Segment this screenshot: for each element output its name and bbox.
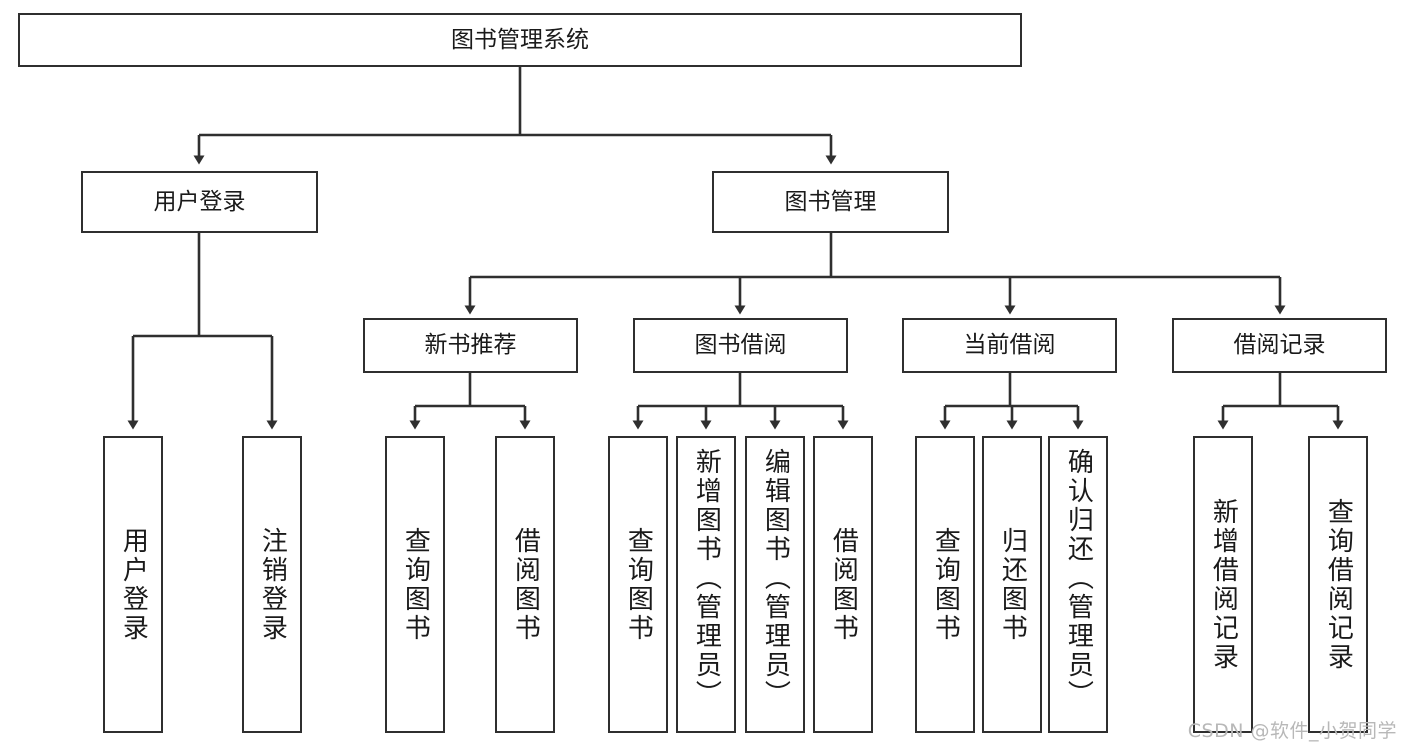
node-leaf-add-book[interactable]: 新增图书（管理员） [676,436,736,733]
node-leaf-borrow-book-2[interactable]: 借阅图书 [813,436,873,733]
node-leaf-query-book-2[interactable]: 查询图书 [608,436,668,733]
node-leaf-user-logout[interactable]: 注销登录 [242,436,302,733]
node-root[interactable]: 图书管理系统 [18,13,1022,67]
node-borrow-record-label: 借阅记录 [1233,332,1326,359]
node-user-login-label: 用户登录 [153,188,246,215]
node-leaf-borrow-book-2-label: 借阅图书 [828,526,859,643]
node-leaf-return-book-label: 归还图书 [997,526,1028,643]
node-leaf-user-login-label: 用户登录 [118,526,149,643]
node-leaf-query-book-3[interactable]: 查询图书 [915,436,975,733]
node-book-manage[interactable]: 图书管理 [712,171,949,233]
node-leaf-query-book-1[interactable]: 查询图书 [385,436,445,733]
node-borrow-record[interactable]: 借阅记录 [1172,318,1387,373]
watermark: CSDN @软件_小贺同学 [1187,720,1397,742]
node-leaf-confirm-return-label: 确认归还（管理员） [1063,448,1094,709]
node-leaf-query-book-1-label: 查询图书 [400,526,431,643]
node-leaf-borrow-book-1[interactable]: 借阅图书 [495,436,555,733]
node-leaf-borrow-book-1-label: 借阅图书 [510,526,541,643]
node-leaf-query-record-label: 查询借阅记录 [1323,497,1354,672]
node-new-book-rec[interactable]: 新书推荐 [363,318,578,373]
node-user-login[interactable]: 用户登录 [81,171,318,233]
node-current-borrow[interactable]: 当前借阅 [902,318,1117,373]
node-leaf-add-book-label: 新增图书（管理员） [691,448,722,709]
node-leaf-confirm-return[interactable]: 确认归还（管理员） [1048,436,1108,733]
node-leaf-add-record-label: 新增借阅记录 [1208,497,1239,672]
node-root-label: 图书管理系统 [451,26,589,53]
node-book-borrow-label: 图书借阅 [694,332,787,359]
node-leaf-edit-book-label: 编辑图书（管理员） [760,448,791,709]
node-current-borrow-label: 当前借阅 [963,332,1056,359]
node-book-manage-label: 图书管理 [784,188,877,215]
node-book-borrow[interactable]: 图书借阅 [633,318,848,373]
node-leaf-query-book-3-label: 查询图书 [930,526,961,643]
node-leaf-query-record[interactable]: 查询借阅记录 [1308,436,1368,733]
node-leaf-return-book[interactable]: 归还图书 [982,436,1042,733]
node-leaf-user-login[interactable]: 用户登录 [103,436,163,733]
node-leaf-add-record[interactable]: 新增借阅记录 [1193,436,1253,733]
node-leaf-edit-book[interactable]: 编辑图书（管理员） [745,436,805,733]
node-new-book-rec-label: 新书推荐 [424,332,517,359]
node-leaf-user-logout-label: 注销登录 [257,526,288,643]
node-leaf-query-book-2-label: 查询图书 [623,526,654,643]
